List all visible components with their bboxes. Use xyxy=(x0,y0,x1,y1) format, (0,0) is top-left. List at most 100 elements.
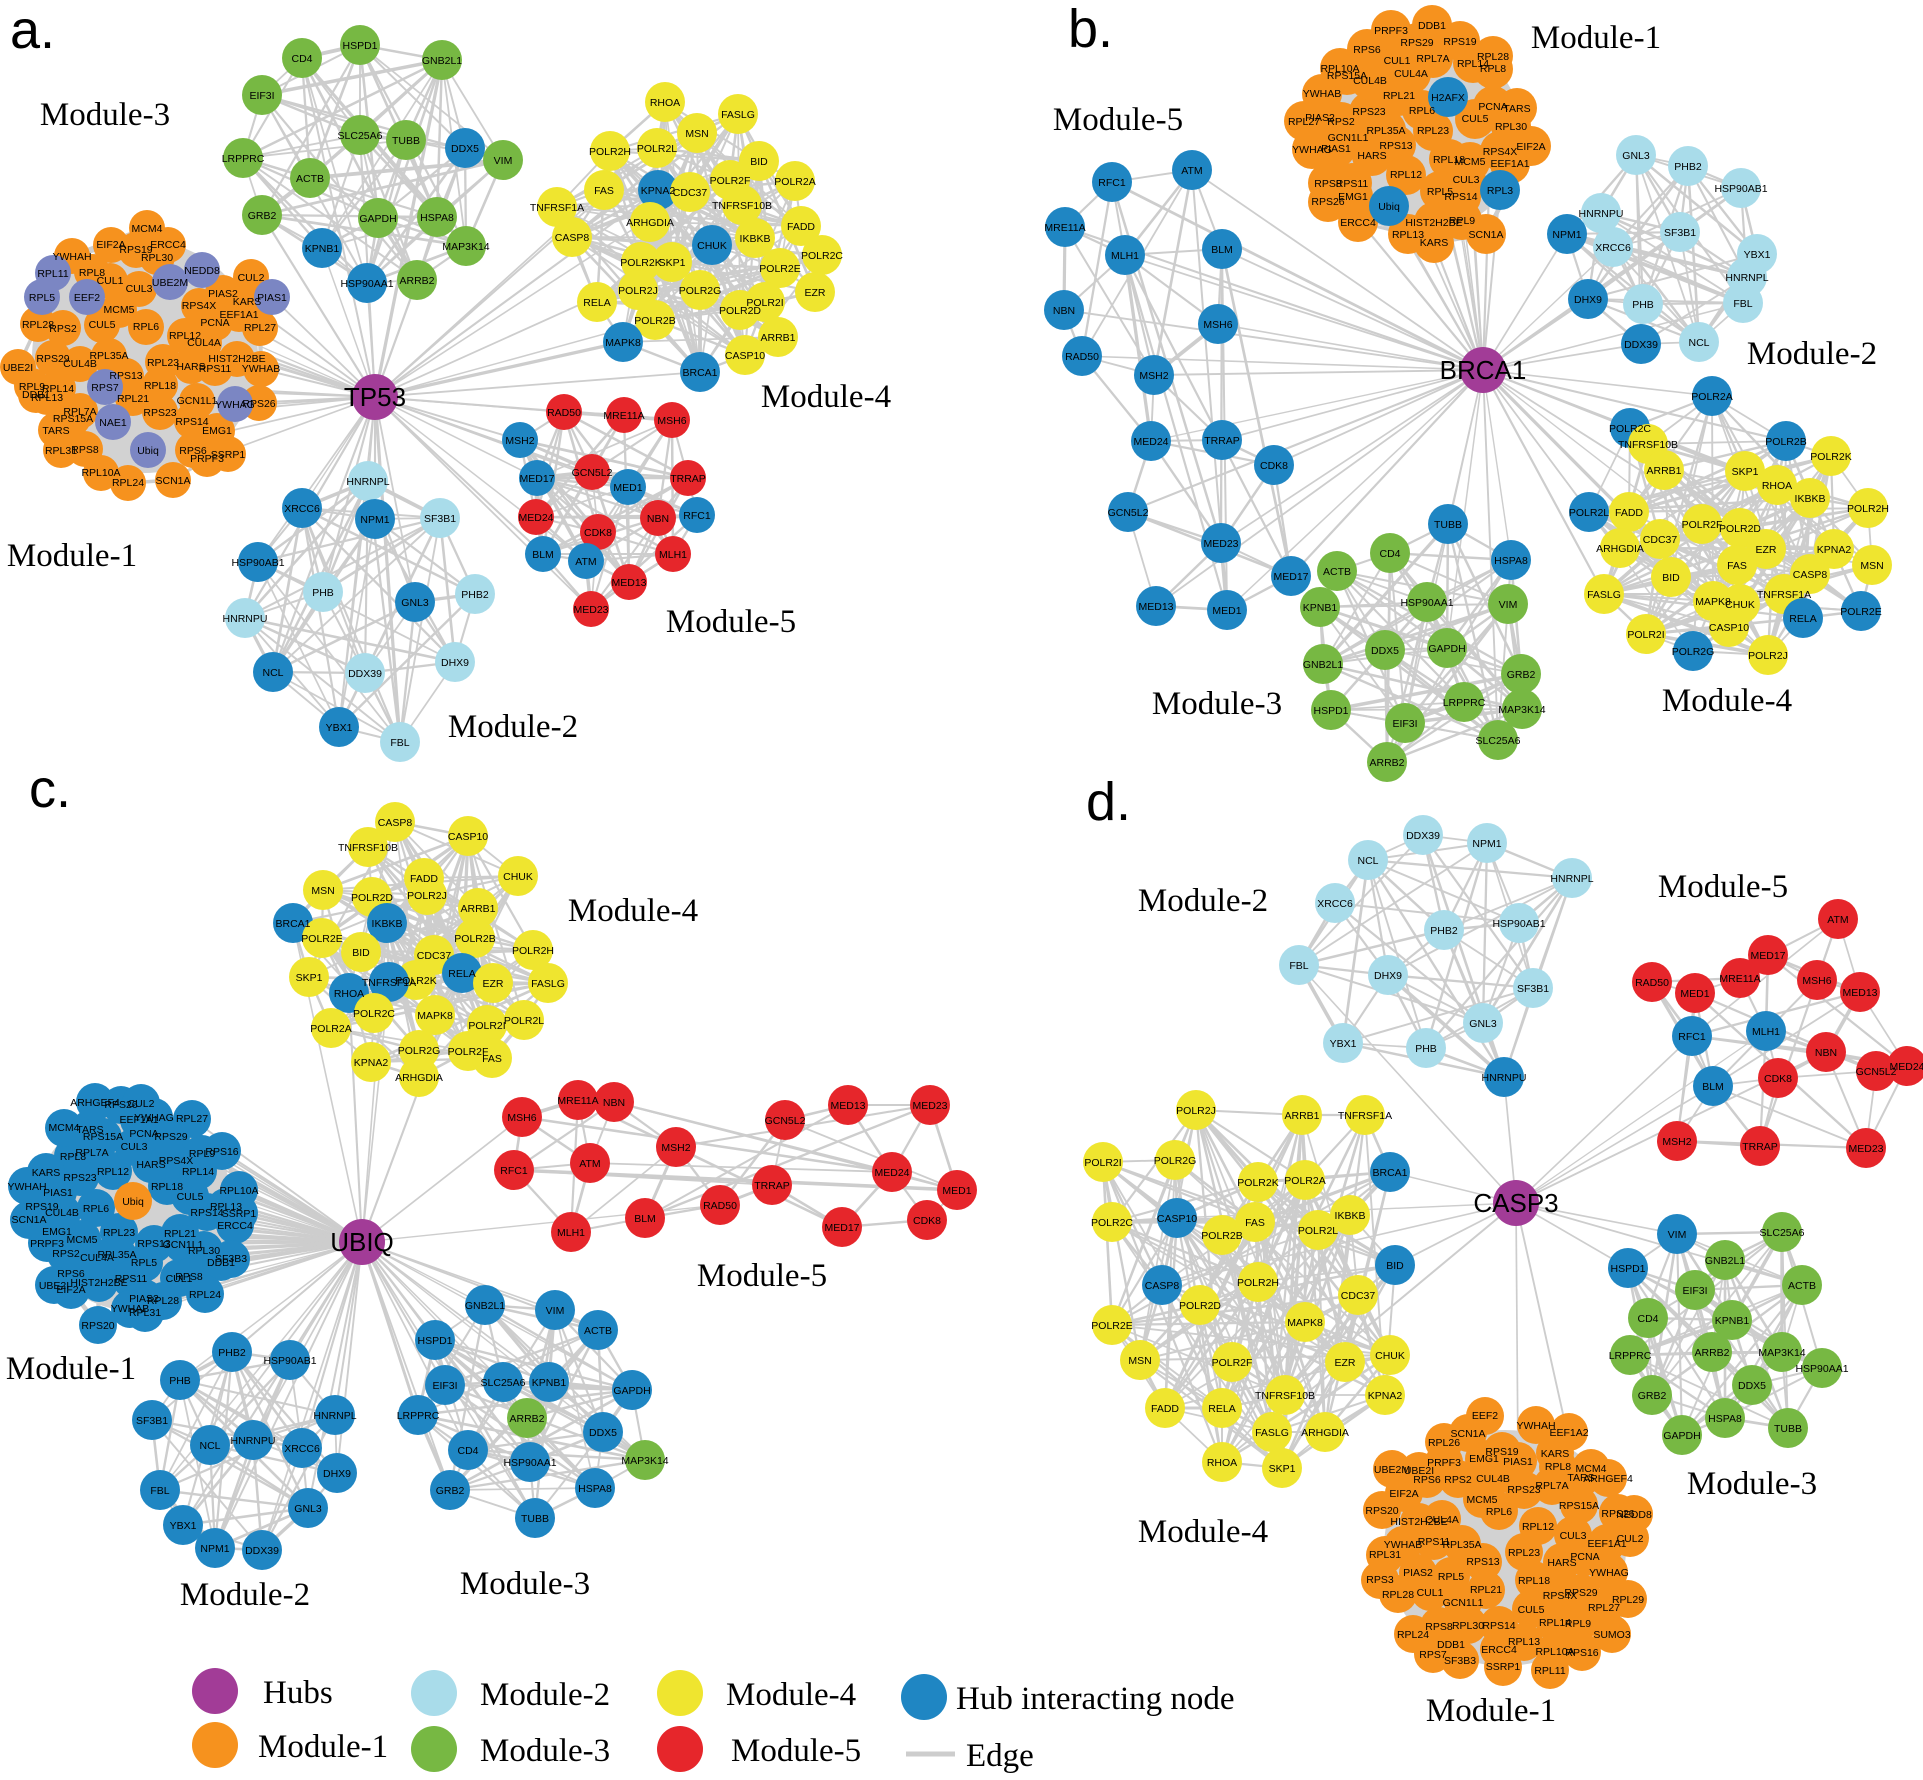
svg-text:POLR2G: POLR2G xyxy=(398,1045,441,1057)
svg-text:VIM: VIM xyxy=(494,155,513,167)
svg-text:RPS26: RPS26 xyxy=(104,1099,137,1111)
svg-text:MAPK8: MAPK8 xyxy=(605,337,641,349)
svg-text:RPL27: RPL27 xyxy=(244,322,276,334)
svg-text:MSH6: MSH6 xyxy=(1203,319,1232,331)
svg-text:MCM5: MCM5 xyxy=(67,1234,98,1246)
svg-text:POLR2C: POLR2C xyxy=(1609,423,1651,435)
svg-text:RPS4X: RPS4X xyxy=(182,300,216,312)
svg-text:YWHAB: YWHAB xyxy=(242,363,281,375)
svg-text:Module-4: Module-4 xyxy=(761,379,891,415)
svg-text:RPS26: RPS26 xyxy=(1311,196,1344,208)
svg-text:ERCC4: ERCC4 xyxy=(1340,217,1376,229)
svg-text:HSPD1: HSPD1 xyxy=(342,40,377,52)
svg-text:YWHAG: YWHAG xyxy=(1589,1567,1629,1579)
svg-text:RPL10A: RPL10A xyxy=(1320,63,1359,75)
svg-text:RPL21: RPL21 xyxy=(1470,1584,1502,1596)
svg-text:Module-1: Module-1 xyxy=(1426,1693,1556,1729)
svg-text:GCN5L2: GCN5L2 xyxy=(1108,507,1149,519)
svg-text:SF3B3: SF3B3 xyxy=(215,1253,247,1265)
svg-text:KPNA2: KPNA2 xyxy=(1817,544,1852,556)
svg-text:CHUK: CHUK xyxy=(697,240,727,252)
svg-text:EMG1: EMG1 xyxy=(42,1226,72,1238)
svg-text:CUL2: CUL2 xyxy=(1617,1533,1644,1545)
svg-text:RPL13: RPL13 xyxy=(1392,229,1424,241)
svg-text:FBL: FBL xyxy=(150,1485,169,1497)
svg-text:YWHAG: YWHAG xyxy=(215,399,255,411)
svg-text:CASP3: CASP3 xyxy=(1473,1188,1558,1218)
svg-text:RPL23: RPL23 xyxy=(103,1227,135,1239)
svg-text:RPS23: RPS23 xyxy=(1507,1484,1540,1496)
svg-text:NPM1: NPM1 xyxy=(200,1543,229,1555)
svg-text:BRCA1: BRCA1 xyxy=(682,367,717,379)
svg-text:RPL18: RPL18 xyxy=(1433,154,1465,166)
svg-text:YBX1: YBX1 xyxy=(1744,249,1771,261)
svg-text:POLR2G: POLR2G xyxy=(679,285,722,297)
svg-text:RHOA: RHOA xyxy=(334,988,364,1000)
svg-text:RPL5: RPL5 xyxy=(1438,1571,1464,1583)
svg-text:MLH1: MLH1 xyxy=(1111,250,1139,262)
svg-text:ARHGEF4: ARHGEF4 xyxy=(1583,1473,1633,1485)
svg-text:POLR2B: POLR2B xyxy=(634,315,675,327)
svg-text:Module-1: Module-1 xyxy=(7,538,137,574)
svg-text:FADD: FADD xyxy=(1151,1403,1179,1415)
svg-text:MED23: MED23 xyxy=(1848,1143,1883,1155)
svg-text:FADD: FADD xyxy=(787,221,815,233)
svg-text:MED24: MED24 xyxy=(874,1167,909,1179)
svg-text:RPS14: RPS14 xyxy=(1444,191,1477,203)
svg-text:ARRB2: ARRB2 xyxy=(1369,757,1404,769)
svg-text:RPS23: RPS23 xyxy=(143,407,176,419)
svg-text:ERCC4: ERCC4 xyxy=(1481,1644,1517,1656)
svg-text:CUL5: CUL5 xyxy=(1462,113,1489,125)
svg-text:RPL24: RPL24 xyxy=(1397,1629,1429,1641)
svg-text:TARS: TARS xyxy=(1503,103,1530,115)
svg-text:GCN1L1: GCN1L1 xyxy=(177,395,218,407)
svg-text:RPL9: RPL9 xyxy=(19,381,45,393)
svg-text:FBL: FBL xyxy=(1733,298,1752,310)
svg-text:FASLG: FASLG xyxy=(1587,589,1621,601)
svg-text:LRPPRC: LRPPRC xyxy=(222,153,265,165)
svg-text:MCM5: MCM5 xyxy=(104,304,135,316)
svg-text:CUL3: CUL3 xyxy=(126,283,153,295)
svg-text:NCL: NCL xyxy=(262,667,283,679)
svg-text:NPM1: NPM1 xyxy=(1472,838,1501,850)
svg-text:GNL3: GNL3 xyxy=(1622,150,1650,162)
svg-text:MRE11A: MRE11A xyxy=(1044,222,1085,234)
svg-text:POLR2L: POLR2L xyxy=(1298,1225,1338,1237)
svg-text:NBN: NBN xyxy=(647,513,669,525)
svg-text:MRE11A: MRE11A xyxy=(603,410,644,422)
svg-text:CD4: CD4 xyxy=(457,1445,478,1457)
svg-text:RPS20: RPS20 xyxy=(1365,1505,1398,1517)
svg-text:MCM5: MCM5 xyxy=(1455,156,1486,168)
svg-text:MSH2: MSH2 xyxy=(505,435,534,447)
svg-text:ATM: ATM xyxy=(575,556,596,568)
svg-text:HNRNPU: HNRNPU xyxy=(231,1435,276,1447)
svg-text:XRCC6: XRCC6 xyxy=(284,503,320,515)
svg-text:RPL6: RPL6 xyxy=(133,321,159,333)
svg-text:MSH6: MSH6 xyxy=(1802,975,1831,987)
svg-text:RPL14: RPL14 xyxy=(1457,58,1489,70)
svg-text:SLC25A6: SLC25A6 xyxy=(481,1377,526,1389)
svg-text:DDX39: DDX39 xyxy=(1624,339,1658,351)
svg-text:RPS8: RPS8 xyxy=(1314,178,1342,190)
svg-text:Module-4: Module-4 xyxy=(1138,1514,1268,1550)
svg-text:ATM: ATM xyxy=(1827,914,1848,926)
svg-text:CASP8: CASP8 xyxy=(1793,569,1828,581)
svg-text:RPL35A: RPL35A xyxy=(97,1249,136,1261)
svg-text:POLR2I: POLR2I xyxy=(746,297,783,309)
svg-text:DDB1: DDB1 xyxy=(22,389,50,401)
svg-text:POLR2A: POLR2A xyxy=(1691,391,1732,403)
svg-text:POLR2I: POLR2I xyxy=(1627,629,1664,641)
svg-text:CUL2: CUL2 xyxy=(238,272,265,284)
svg-text:YWHAB: YWHAB xyxy=(1384,1539,1423,1551)
svg-text:TRRAP: TRRAP xyxy=(670,473,706,485)
svg-text:ARHGEF4: ARHGEF4 xyxy=(70,1097,120,1109)
svg-text:RPS7: RPS7 xyxy=(1419,1649,1447,1661)
svg-text:YWHAH: YWHAH xyxy=(52,251,91,263)
svg-text:RPS7: RPS7 xyxy=(91,382,119,394)
svg-text:Module-1: Module-1 xyxy=(1531,20,1661,56)
svg-text:MED13: MED13 xyxy=(1138,601,1173,613)
svg-text:TP53: TP53 xyxy=(344,382,406,412)
svg-text:POLR2E: POLR2E xyxy=(759,263,800,275)
svg-text:EIF3I: EIF3I xyxy=(249,90,274,102)
svg-text:POLR2K: POLR2K xyxy=(395,975,436,987)
